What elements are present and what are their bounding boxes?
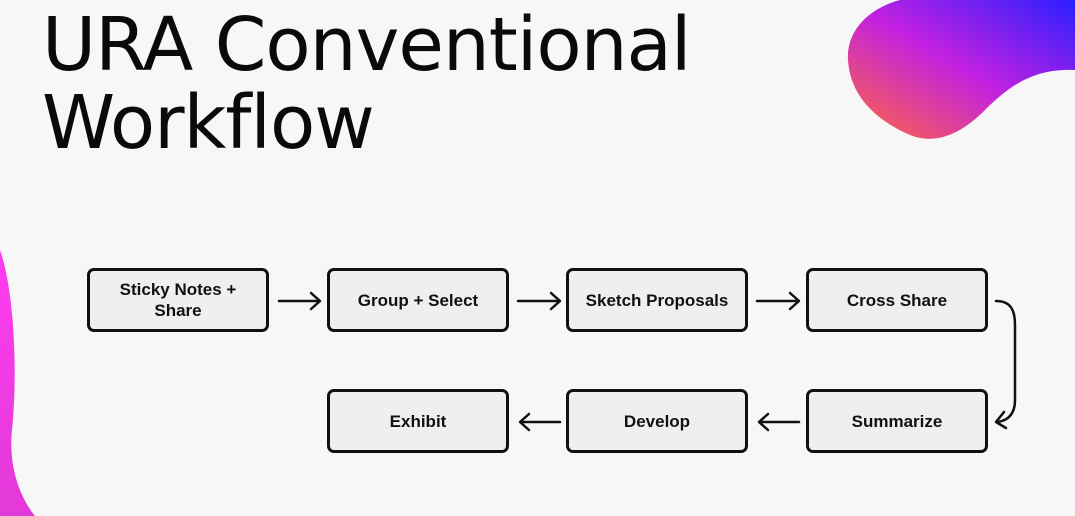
step-label: Sketch Proposals [585, 290, 729, 310]
step-sticky-notes-share: Sticky Notes + Share [87, 268, 269, 332]
step-summarize: Summarize [806, 389, 988, 453]
gradient-blob-top-right [847, 0, 1075, 139]
page-title: URA Conventional Workflow [42, 2, 691, 166]
step-sketch-proposals: Sketch Proposals [566, 268, 748, 332]
title-line-2: Workflow [42, 80, 375, 166]
step-label: Exhibit [389, 411, 447, 431]
gradient-blob-left [0, 250, 35, 516]
step-develop: Develop [566, 389, 748, 453]
step-label: Cross Share [846, 290, 948, 310]
title-line-1: URA Conventional [42, 2, 691, 88]
step-exhibit: Exhibit [327, 389, 509, 453]
step-label: Group + Select [357, 290, 479, 310]
step-group-select: Group + Select [327, 268, 509, 332]
step-label: Develop [623, 411, 691, 431]
step-label: Summarize [851, 411, 943, 431]
step-label: Sticky Notes + Share [119, 280, 237, 320]
step-cross-share: Cross Share [806, 268, 988, 332]
